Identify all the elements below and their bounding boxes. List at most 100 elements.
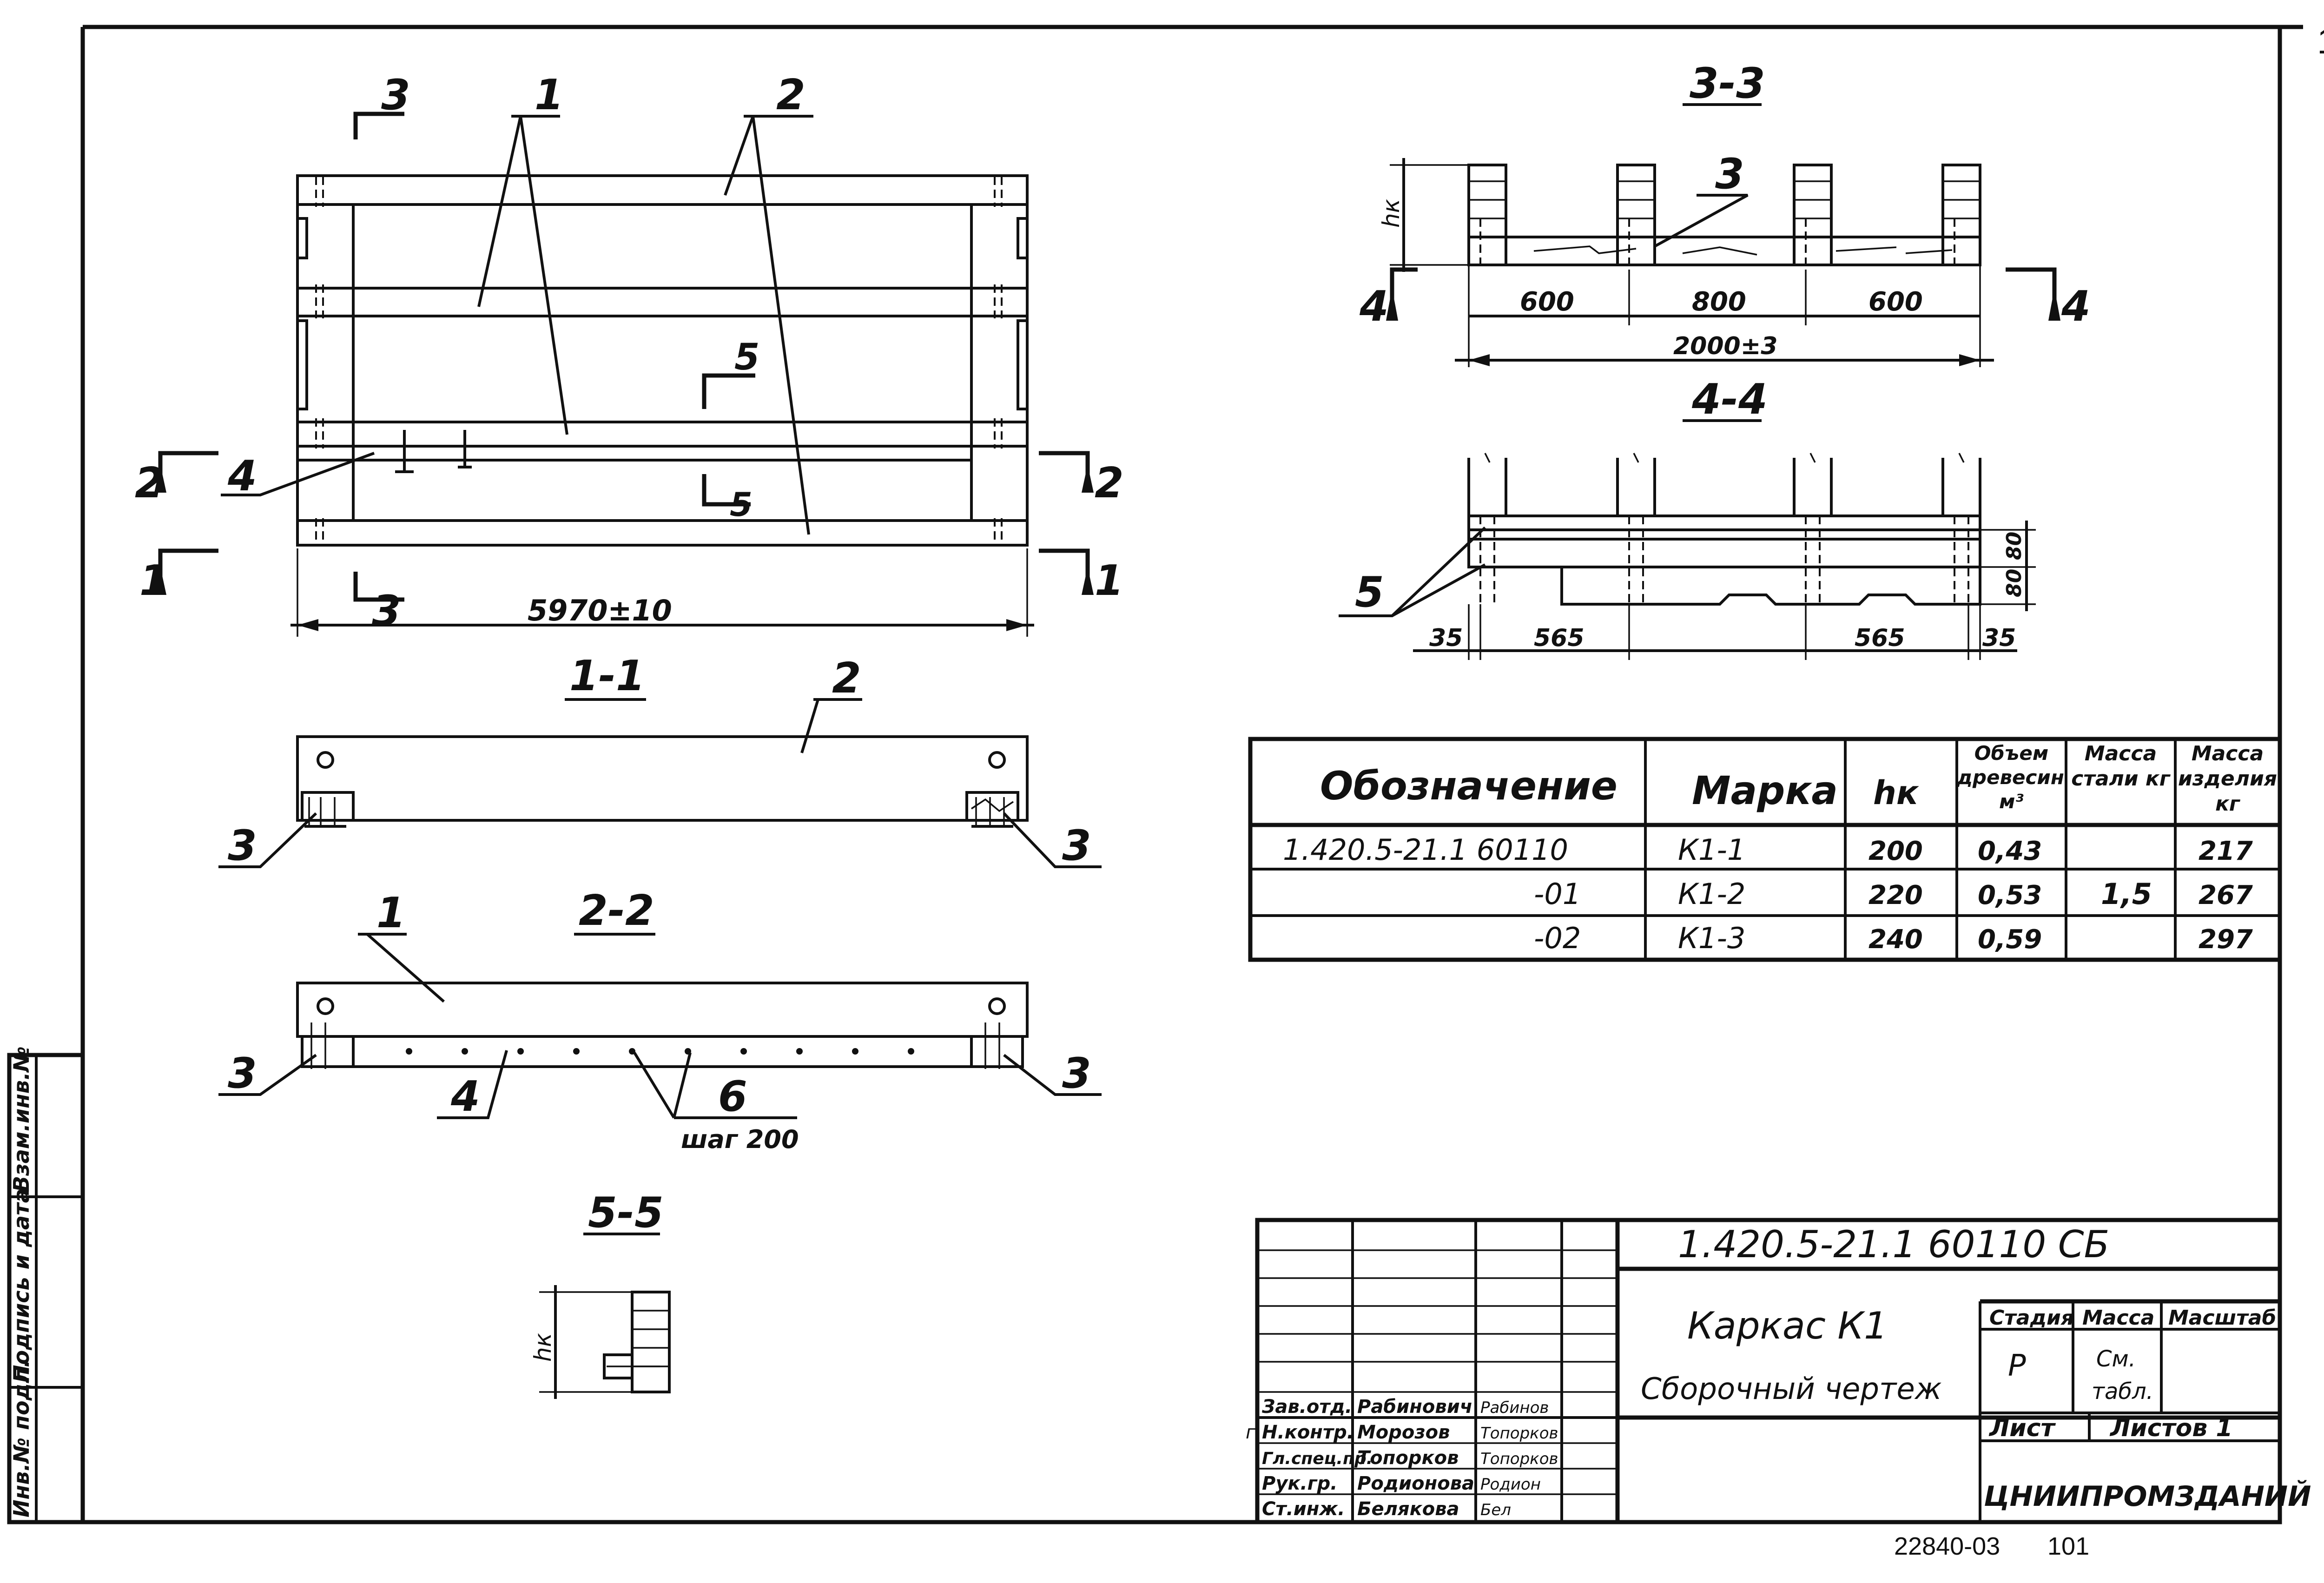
drawing-frame xyxy=(7,25,2303,1524)
cut-2-right: 2 xyxy=(1095,459,1124,508)
section-3-3: 3-3 hк 3 4 4 xyxy=(1359,59,2091,367)
spec-header-designation: Обозначение xyxy=(1320,763,1618,809)
section-3-3-cut-4-left: 4 xyxy=(1359,282,1389,331)
spec-row1-hk: 200 xyxy=(1868,836,1923,866)
section-2-2: 2-2 1 3 3 4 6 шаг 200 xyxy=(218,886,1102,1154)
section-4-4: 4-4 5 80 80 35 565 56 xyxy=(1339,375,2036,660)
section-3-3-hk: hк xyxy=(1378,199,1405,228)
sig-sign-2: Топорков xyxy=(1480,1424,1558,1443)
stamp-number: 22840-03 xyxy=(1894,1532,2000,1560)
section-4-4-label-5: 5 xyxy=(1355,568,1384,617)
svg-text:Подпись и дата: Подпись и дата xyxy=(9,1188,34,1383)
spec-row3-mark: К1-3 xyxy=(1678,921,1745,955)
sig-sign-4: Родион xyxy=(1480,1475,1541,1494)
title-org: ЦНИИПРОМЗДАНИЙ xyxy=(1984,1480,2311,1513)
section-3-3-label-3: 3 xyxy=(1715,150,1744,198)
spec-header-volume: Объем древесины м³ xyxy=(1957,742,2066,813)
spec-row3-hk: 240 xyxy=(1868,924,1923,955)
section-4-4-dim-4: 35 xyxy=(1982,624,2016,652)
title-name-1: Каркас К1 xyxy=(1687,1304,1888,1347)
title-mass-value-1: См. xyxy=(2096,1346,2136,1372)
section-3-3-dim-2: 800 xyxy=(1692,287,1746,317)
section-2-2-label-1: 1 xyxy=(376,889,406,937)
spec-header-mark: Марка xyxy=(1692,768,1838,813)
plan-label-1: 1 xyxy=(535,71,564,119)
section-2-2-label-3-right: 3 xyxy=(1062,1049,1091,1098)
section-2-2-label-6: 6 xyxy=(718,1072,747,1121)
spec-row1-mass: 217 xyxy=(2199,836,2253,866)
title-name-2: Сборочный чертеж xyxy=(1641,1372,1942,1406)
cut-1-right: 1 xyxy=(1095,556,1124,605)
spec-row1-mark: К1-1 xyxy=(1678,833,1745,867)
sig-role-1: Зав.отд. xyxy=(1261,1396,1352,1418)
section-3-3-dim-1: 600 xyxy=(1520,287,1574,317)
section-4-4-dim-3: 565 xyxy=(1855,624,1905,652)
spec-row2-hk: 220 xyxy=(1868,880,1923,910)
sig-role-2: Н.контр. xyxy=(1262,1422,1354,1443)
spec-row1-volume: 0,43 xyxy=(1978,836,2042,866)
spec-row1-steel: 1,5 xyxy=(2101,877,2152,911)
svg-text:Инв.№ подл.: Инв.№ подл. xyxy=(9,1359,34,1517)
title-sheet-label: Лист xyxy=(1988,1414,2056,1442)
section-1-1-title: 1-1 xyxy=(569,652,645,700)
page-number: 100 xyxy=(2317,20,2324,61)
spec-row3-volume: 0,59 xyxy=(1978,924,2042,955)
section-2-2-title: 2-2 xyxy=(579,886,654,935)
cut-1-left: 1 xyxy=(139,556,169,605)
cut-3-bottom: 3 xyxy=(372,587,401,635)
sig-name-1: Рабинович xyxy=(1357,1396,1472,1418)
plan-label-2: 2 xyxy=(776,71,805,119)
spec-row1-designation: 1.420.5-21.1 60110 xyxy=(1283,833,1568,867)
section-5-5: 5-5 hк xyxy=(529,1188,671,1399)
spec-row2-mass: 267 xyxy=(2199,880,2253,910)
cut-3-top: 3 xyxy=(381,71,410,119)
section-3-3-dim-3: 600 xyxy=(1868,287,1923,317)
sig-role-4: Рук.гр. xyxy=(1262,1473,1337,1494)
spec-header-hk: hк xyxy=(1873,774,1919,812)
sig-name-3: Топорков xyxy=(1357,1447,1459,1469)
title-mass-label: Масса xyxy=(2082,1306,2154,1330)
plan-length-dimension: 5970±10 xyxy=(528,594,672,627)
section-4-4-dim-2: 565 xyxy=(1534,624,1585,652)
spec-header-mass: Масса изделия кг xyxy=(2178,742,2278,816)
spec-row2-mark: К1-2 xyxy=(1678,877,1745,911)
spec-header-steel: Масса стали кг xyxy=(2071,742,2170,791)
sig-role-5: Ст.инж. xyxy=(1262,1498,1345,1520)
cut-5-top: 5 xyxy=(734,336,759,378)
title-change-mark: г xyxy=(1246,1422,1256,1443)
plan-view: 1 2 4 3 3 5 5 2 2 1 1 5970±10 xyxy=(135,71,1124,637)
plan-label-4: 4 xyxy=(227,452,257,501)
sig-name-5: Белякова xyxy=(1357,1498,1459,1520)
section-1-1-label-2: 2 xyxy=(832,654,861,703)
cut-2-left: 2 xyxy=(135,459,164,508)
side-stamp: Инв.№ подл. Подпись и дата Взам.инв.№ xyxy=(9,1046,34,1517)
section-4-4-title: 4-4 xyxy=(1691,375,1768,424)
section-3-3-cut-4-right: 4 xyxy=(2061,282,2091,331)
sig-sign-5: Бел xyxy=(1480,1501,1511,1519)
nail-dots xyxy=(406,1048,914,1055)
sig-sign-3: Топорков xyxy=(1480,1450,1558,1468)
section-4-4-right-dim-1: 80 xyxy=(2002,532,2026,560)
cut-5-bottom: 5 xyxy=(730,486,753,524)
stamp-sheet: 101 xyxy=(2047,1532,2089,1560)
title-code: 1.420.5-21.1 60110 СБ xyxy=(1678,1223,2109,1266)
spec-table: Обозначение Марка hк Объем древесины м³ … xyxy=(1248,737,2282,962)
section-2-2-label-3-left: 3 xyxy=(228,1049,257,1098)
spec-row2-designation: -01 xyxy=(1534,877,1581,911)
section-5-5-hk: hк xyxy=(529,1333,556,1362)
sig-name-4: Родионова xyxy=(1357,1473,1474,1494)
title-stage-label: Стадия xyxy=(1989,1306,2074,1330)
title-scale-label: Масштаб xyxy=(2168,1306,2276,1330)
section-4-4-right-dim-2: 80 xyxy=(2002,569,2026,597)
title-sheets-label: Листов 1 xyxy=(2109,1414,2233,1442)
sig-name-2: Морозов xyxy=(1357,1422,1450,1443)
section-1-1-label-3-left: 3 xyxy=(228,821,257,870)
sig-sign-1: Рабинов xyxy=(1480,1398,1549,1417)
title-block: 1.420.5-21.1 60110 СБ Каркас К1 Сборочны… xyxy=(1246,1218,2311,1524)
section-4-4-dim-1: 35 xyxy=(1429,624,1463,652)
svg-text:Взам.инв.№: Взам.инв.№ xyxy=(9,1046,34,1192)
section-3-3-title: 3-3 xyxy=(1690,59,1765,108)
section-2-2-step: шаг 200 xyxy=(681,1125,799,1154)
section-1-1-label-3-right: 3 xyxy=(1062,821,1091,870)
